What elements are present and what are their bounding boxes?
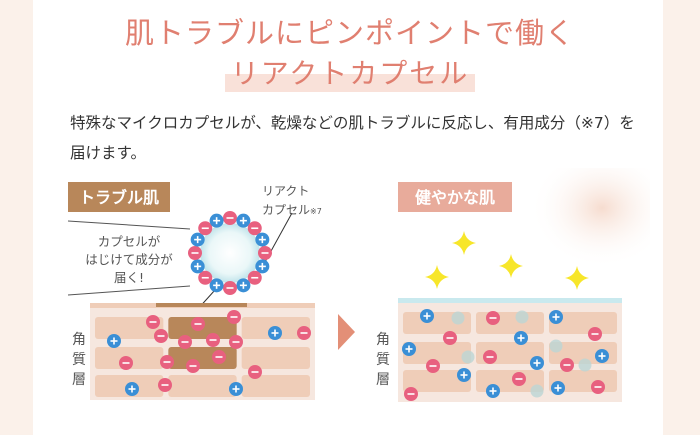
plus-ion-icon: [530, 356, 544, 370]
skin-cell: [241, 375, 310, 397]
layer-label-left-2: 質: [72, 352, 86, 368]
minus-ion-icon: [223, 281, 237, 295]
minus-ion-icon: [198, 270, 213, 285]
callout-text-1: カプセルが: [98, 234, 161, 249]
damaged-cell: [168, 347, 237, 369]
minus-ion-icon: [560, 358, 574, 372]
neutral-ion: [530, 384, 544, 398]
plus-ion-icon: [107, 334, 121, 348]
trouble-skin-label-bg: [68, 182, 170, 212]
damaged-surface: [156, 303, 247, 307]
layer-label-left-1: 角: [72, 332, 86, 348]
capsule-label-2: カプセル※7: [262, 203, 322, 217]
heading-line-1: 肌トラブルにピンポイントで働く: [124, 16, 575, 50]
minus-ion-icon: [191, 317, 205, 331]
layer-label-left-3: 層: [72, 372, 86, 388]
minus-ion-icon: [186, 359, 200, 373]
plus-ion-icon: [209, 278, 224, 293]
callout-line-bottom: [67, 285, 191, 296]
face-photo: [530, 168, 650, 268]
minus-ion-icon: [206, 333, 220, 347]
capsule: [200, 223, 260, 283]
plus-ion-icon: [125, 382, 139, 396]
minus-ion-icon: [154, 329, 168, 343]
skin-cell: [168, 375, 237, 397]
capsule-label-1: リアクト: [262, 184, 309, 198]
sparkle-icon: [499, 254, 523, 278]
callout-text-2: はじけて成分が: [85, 252, 173, 267]
skin-cell: [549, 312, 617, 334]
minus-ion-icon: [247, 221, 262, 236]
minus-ion-icon: [404, 387, 418, 401]
minus-ion-icon: [188, 246, 202, 260]
plus-ion-icon: [549, 310, 563, 324]
plus-ion-icon: [420, 309, 434, 323]
plus-ion-icon: [255, 259, 270, 274]
neutral-ion: [549, 339, 563, 353]
minus-ion-icon: [591, 380, 605, 394]
minus-ion-icon: [146, 315, 160, 329]
layer-label-right-3: 層: [376, 372, 390, 388]
minus-ion-icon: [158, 378, 172, 392]
minus-ion-icon: [258, 246, 272, 260]
minus-ion-icon: [512, 372, 526, 386]
minus-ion-icon: [212, 350, 226, 364]
layer-label-right-1: 角: [376, 332, 390, 348]
healthy-skin-label-bg: [398, 182, 512, 212]
plus-ion-icon: [268, 326, 282, 340]
plus-ion-icon: [514, 331, 528, 345]
skin-cell: [403, 370, 471, 392]
skin-surface: [398, 298, 622, 303]
left-skin-layer: [90, 303, 315, 400]
heading-line-2: リアクトカプセル: [224, 52, 476, 92]
plus-ion-icon: [551, 381, 565, 395]
plus-ion-icon: [486, 384, 500, 398]
minus-ion-icon: [297, 326, 311, 340]
plus-ion-icon: [190, 232, 205, 247]
minus-ion-icon: [248, 365, 262, 379]
minus-ion-icon: [588, 327, 602, 341]
plus-ion-icon: [190, 259, 205, 274]
skin-cell: [476, 312, 544, 334]
minus-ion-icon: [229, 335, 243, 349]
neutral-ion: [451, 311, 465, 325]
sparkle-icon: [452, 231, 476, 255]
plus-ion-icon: [209, 213, 224, 228]
skin-cell: [241, 347, 310, 369]
minus-ion-icon: [160, 355, 174, 369]
minus-ion-icon: [247, 270, 262, 285]
minus-ion-icon: [426, 359, 440, 373]
layer-label-right-2: 質: [376, 352, 390, 368]
description: 特殊なマイクロカプセルが、乾燥などの肌トラブルに反応し、有用成分（※7）を届けま…: [70, 114, 635, 162]
minus-ion-icon: [227, 310, 241, 324]
plus-ion-icon: [595, 349, 609, 363]
neutral-ion: [461, 350, 475, 364]
minus-ion-icon: [119, 356, 133, 370]
skin-cell: [403, 342, 471, 364]
plus-ion-icon: [236, 213, 251, 228]
neutral-ion: [515, 310, 529, 324]
minus-ion-icon: [443, 331, 457, 345]
arrow-right-icon: [338, 314, 355, 350]
callout-text-3: 届く!: [114, 270, 144, 285]
minus-ion-icon: [483, 350, 497, 364]
plus-ion-icon: [236, 278, 251, 293]
sparkle-icon: [565, 266, 589, 290]
minus-ion-icon: [198, 221, 213, 236]
minus-ion-icon: [178, 335, 192, 349]
plus-ion-icon: [255, 232, 270, 247]
minus-ion-icon: [223, 211, 237, 225]
trouble-skin-label: トラブル肌: [79, 188, 159, 207]
callout-line-top: [67, 220, 191, 230]
minus-ion-icon: [486, 311, 500, 325]
sparkle-icon: [425, 265, 449, 289]
neutral-ion: [578, 358, 592, 372]
plus-ion-icon: [229, 382, 243, 396]
plus-ion-icon: [457, 368, 471, 382]
healthy-skin-label: 健やかな肌: [415, 188, 495, 207]
plus-ion-icon: [402, 342, 416, 356]
